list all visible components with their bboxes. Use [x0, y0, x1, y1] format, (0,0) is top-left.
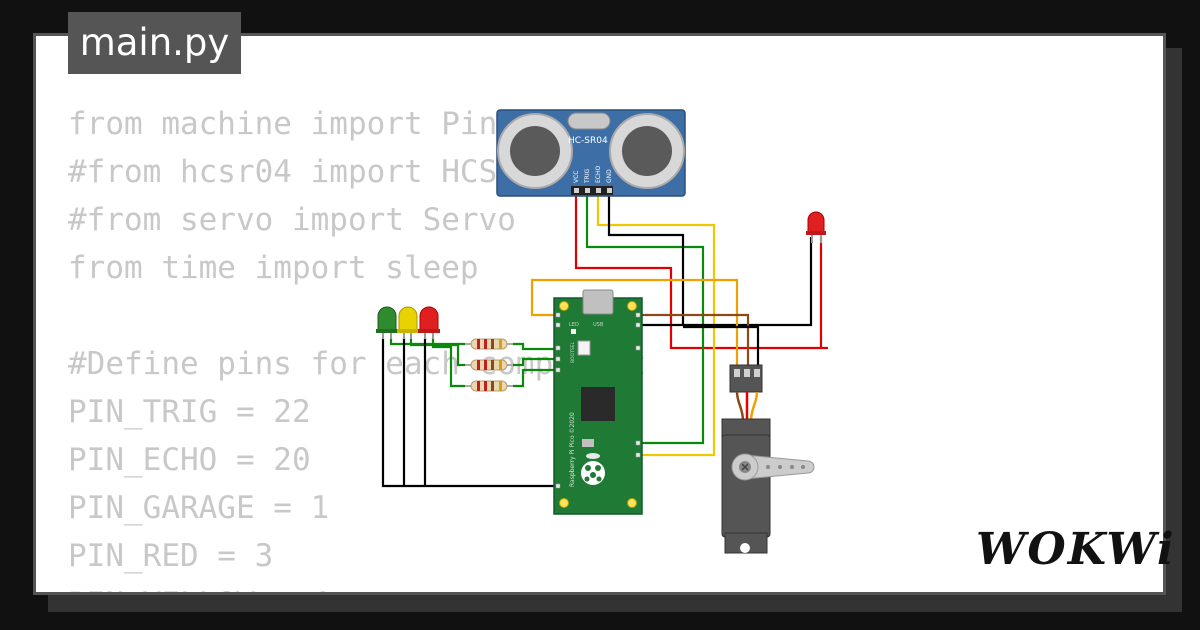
resistor[interactable] — [465, 359, 513, 371]
sensor-pin-label: VCC — [573, 171, 580, 183]
wokwi-logo: WOKWi — [976, 524, 1176, 575]
led-rim — [418, 329, 440, 333]
wire-gnd — [607, 195, 685, 327]
diagram-frame: from machine import Pin#from hcsr04 impo… — [33, 33, 1166, 595]
wire-servo-black — [683, 325, 760, 369]
pico-bootsel-button[interactable] — [577, 340, 591, 356]
code-line: PIN_GARAGE = 1 — [68, 490, 330, 526]
led-rim — [397, 329, 419, 333]
sensor-pin-label: TRIG — [584, 168, 591, 184]
pico-usb-port — [582, 289, 614, 315]
code-line: from time import sleep — [68, 250, 479, 286]
led-standalone[interactable] — [806, 211, 826, 243]
sensor-pin[interactable] — [585, 188, 590, 193]
file-tab-title[interactable]: main.py — [68, 12, 241, 74]
code-line: PIN_RED = 3 — [68, 538, 274, 574]
pico-led-label: LED — [569, 322, 579, 328]
ultrasonic-sensor[interactable]: HC-SR04 VCC TRIG ECHO GND — [496, 109, 686, 197]
code-editor[interactable]: from machine import Pin#from hcsr04 impo… — [68, 100, 647, 592]
code-line: PIN_YELLOW = 4 — [68, 580, 647, 592]
pico-mounting-hole — [559, 301, 569, 311]
servo-motor[interactable] — [721, 364, 815, 554]
led-body — [398, 306, 418, 331]
pico-usb-label: USB — [593, 322, 604, 328]
raspberry-logo-icon — [581, 453, 605, 485]
wire-res2 — [513, 357, 559, 367]
led-body — [377, 306, 397, 331]
wire-led-yellow — [409, 338, 465, 367]
led-group[interactable] — [376, 306, 440, 339]
sensor-header — [571, 186, 613, 195]
sensor-pin[interactable] — [596, 188, 601, 193]
sensor-mesh-right — [622, 126, 672, 176]
wire-res3 — [513, 368, 559, 388]
sensor-pin[interactable] — [607, 188, 612, 193]
resistor[interactable] — [465, 338, 513, 350]
code-line: PIN_ECHO = 20 — [68, 442, 311, 478]
resistors[interactable] — [465, 338, 513, 392]
raspberry-pi-pico[interactable]: USB LED BOOTSEL Raspberry Pi Pico ©2020 — [553, 289, 643, 515]
pico-chip — [581, 387, 615, 421]
pico-header-pins[interactable] — [555, 312, 641, 489]
pico-flash — [582, 439, 594, 447]
wire-echo — [596, 195, 716, 457]
servo-top-flange — [721, 418, 771, 438]
led-body — [419, 306, 439, 331]
servo-bottom-flange — [724, 532, 768, 554]
code-line: PIN_TRIG = 22 — [68, 394, 311, 430]
pico-led — [571, 329, 576, 334]
sensor-pin-label: GND — [606, 169, 613, 183]
wire-led-red — [431, 338, 465, 388]
led-yellow[interactable] — [397, 306, 419, 339]
wire-servo-signal — [530, 278, 739, 369]
sensor-mesh-left — [510, 126, 560, 176]
sensor-label: HC-SR04 — [568, 136, 608, 146]
wire-led-gnd-1 — [381, 338, 559, 488]
wires — [381, 195, 828, 488]
resistor[interactable] — [465, 380, 513, 392]
pico-mounting-hole — [559, 498, 569, 508]
wire-res1 — [513, 342, 559, 351]
circuit-diagram[interactable]: HC-SR04 VCC TRIG ECHO GND — [36, 36, 1166, 595]
code-line: from machine import Pin — [68, 106, 498, 142]
pico-bootsel-label: BOOTSEL — [570, 341, 576, 363]
led-rim — [376, 329, 398, 333]
led-red[interactable] — [418, 306, 440, 339]
servo-body — [721, 434, 771, 538]
led-green[interactable] — [376, 306, 398, 339]
wire-led-cathode — [683, 237, 813, 327]
wire-servo-gnd — [641, 313, 750, 369]
wire-led-green — [389, 338, 465, 346]
wire-vcc — [574, 195, 828, 350]
pico-mounting-hole — [627, 498, 637, 508]
pico-silkscreen: Raspberry Pi Pico ©2020 — [569, 412, 576, 487]
code-line: #from servo import Servo — [68, 202, 516, 238]
sensor-pin-label: ECHO — [595, 166, 602, 183]
sensor-pin[interactable] — [574, 188, 579, 193]
sensor-crystal — [567, 112, 611, 130]
led-body — [807, 211, 825, 234]
led-rim — [806, 231, 826, 235]
wire-trig — [585, 195, 705, 445]
pico-mounting-hole — [627, 301, 637, 311]
